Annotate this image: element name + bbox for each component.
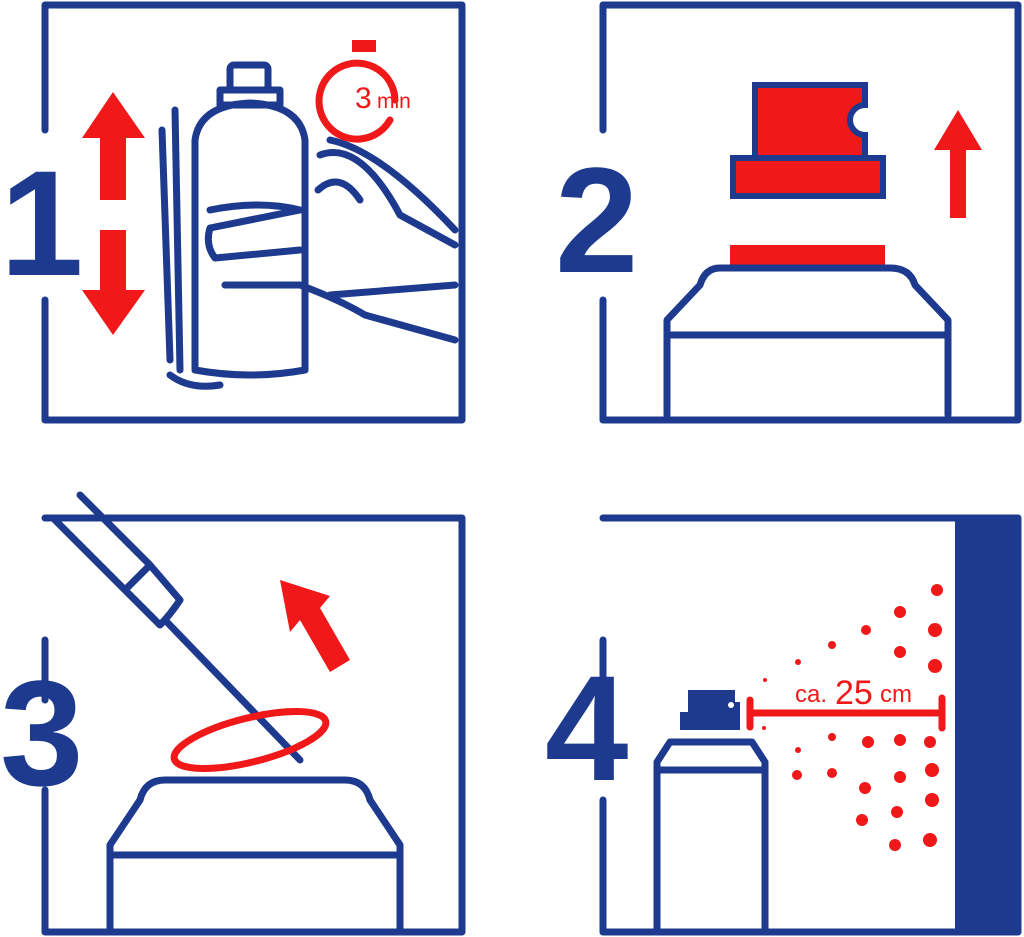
shake-arrows-icon: [82, 92, 145, 335]
step-number: 2: [555, 136, 638, 304]
panel-frame: [41, 514, 466, 936]
wall-surface: [955, 518, 1018, 932]
seal-ring-icon: [170, 708, 330, 772]
spray-cap-icon: [730, 82, 886, 199]
panel-frame: [599, 1, 1022, 424]
distance-prefix: ca.: [795, 681, 827, 708]
panel-frame: [41, 1, 466, 424]
step-number: 4: [545, 644, 628, 812]
distance-value: 25: [835, 674, 873, 712]
distance-indicator: ca. 25 cm: [746, 674, 946, 732]
can-top-icon: [106, 776, 404, 934]
step-4-panel: 4 ca. 25 cm: [545, 514, 1022, 936]
spray-can-icon: [158, 61, 309, 390]
up-arrow-icon: [934, 110, 982, 218]
can-top-icon: [663, 245, 952, 419]
up-arrow-icon: [280, 580, 350, 672]
distance-unit: cm: [880, 681, 912, 708]
timer-icon: 3 min: [315, 40, 411, 143]
step-number: 3: [0, 649, 83, 817]
step-number: 1: [0, 139, 83, 307]
screwdriver-icon: [51, 491, 304, 764]
step-1-panel: 1 3 min: [0, 1, 466, 424]
spray-can-icon: [653, 690, 769, 932]
timer-value: 3: [355, 82, 372, 115]
step-2-panel: 2: [555, 1, 1022, 424]
step-3-panel: 3: [0, 491, 466, 936]
timer-unit: min: [377, 90, 411, 113]
spray-droplets: [762, 584, 943, 851]
hand-icon: [204, 136, 459, 344]
